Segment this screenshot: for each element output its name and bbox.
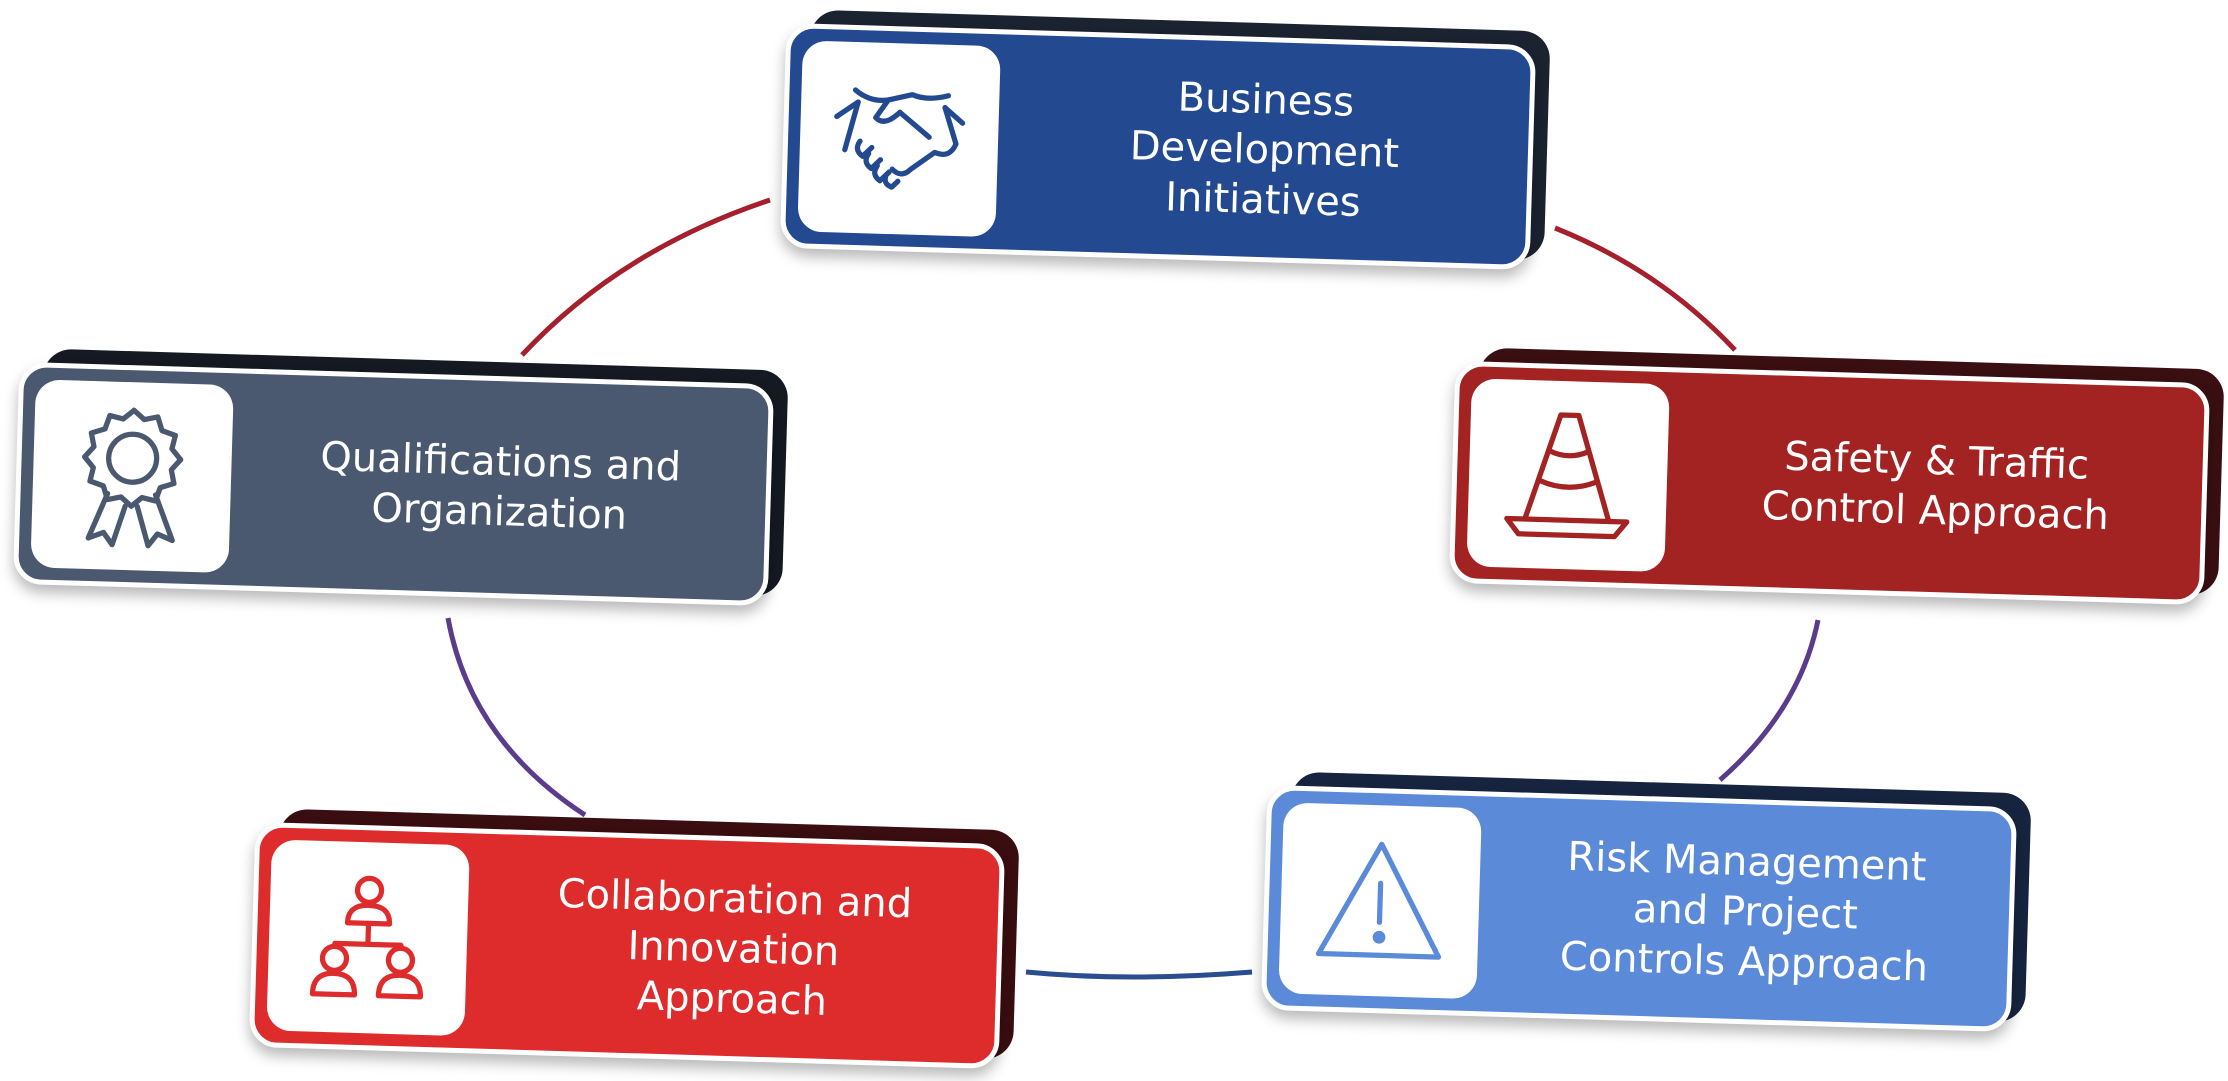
node-business-development: Business Development Initiatives xyxy=(779,9,1551,271)
card-face: Safety & Traffic Control Approach xyxy=(1448,360,2211,606)
handshake-icon xyxy=(834,86,966,190)
icon-box xyxy=(30,379,234,574)
traffic-cone-icon xyxy=(1504,412,1630,540)
icon-box xyxy=(266,839,470,1037)
card-face: Qualifications and Organization xyxy=(12,361,775,607)
connector-business-to-safety xyxy=(1554,225,1737,352)
node-safety-traffic: Safety & Traffic Control Approach xyxy=(1448,347,2225,606)
connector-risk-to-collab xyxy=(1025,969,1253,980)
icon-box xyxy=(797,40,1001,238)
connector-quals-to-business xyxy=(520,197,771,357)
card-face: Risk Management and Project Controls App… xyxy=(1260,784,2018,1033)
warning-triangle-icon xyxy=(1315,841,1442,960)
card-face: Collaboration and Innovation Approach xyxy=(248,821,1006,1070)
award-ribbon-icon xyxy=(82,407,184,549)
icon-box xyxy=(1278,802,1482,1000)
node-risk-management: Risk Management and Project Controls App… xyxy=(1260,771,2032,1033)
connector-safety-to-risk xyxy=(1718,619,1821,782)
node-label: Risk Management and Project Controls App… xyxy=(1559,833,1929,991)
node-label: Qualifications and Organization xyxy=(319,433,682,539)
node-collaboration-innovation: Collaboration and Innovation Approach xyxy=(248,808,1020,1070)
node-label: Collaboration and Innovation Approach xyxy=(557,870,913,1025)
connector-collab-to-quals xyxy=(445,617,587,818)
team-hierarchy-icon xyxy=(309,875,424,1000)
node-label: Safety & Traffic Control Approach xyxy=(1760,433,2110,540)
card-face: Business Development Initiatives xyxy=(779,22,1537,271)
node-qualifications-organization: Qualifications and Organization xyxy=(12,348,789,607)
node-label: Business Development Initiatives xyxy=(1129,74,1400,226)
icon-box xyxy=(1466,378,1670,573)
